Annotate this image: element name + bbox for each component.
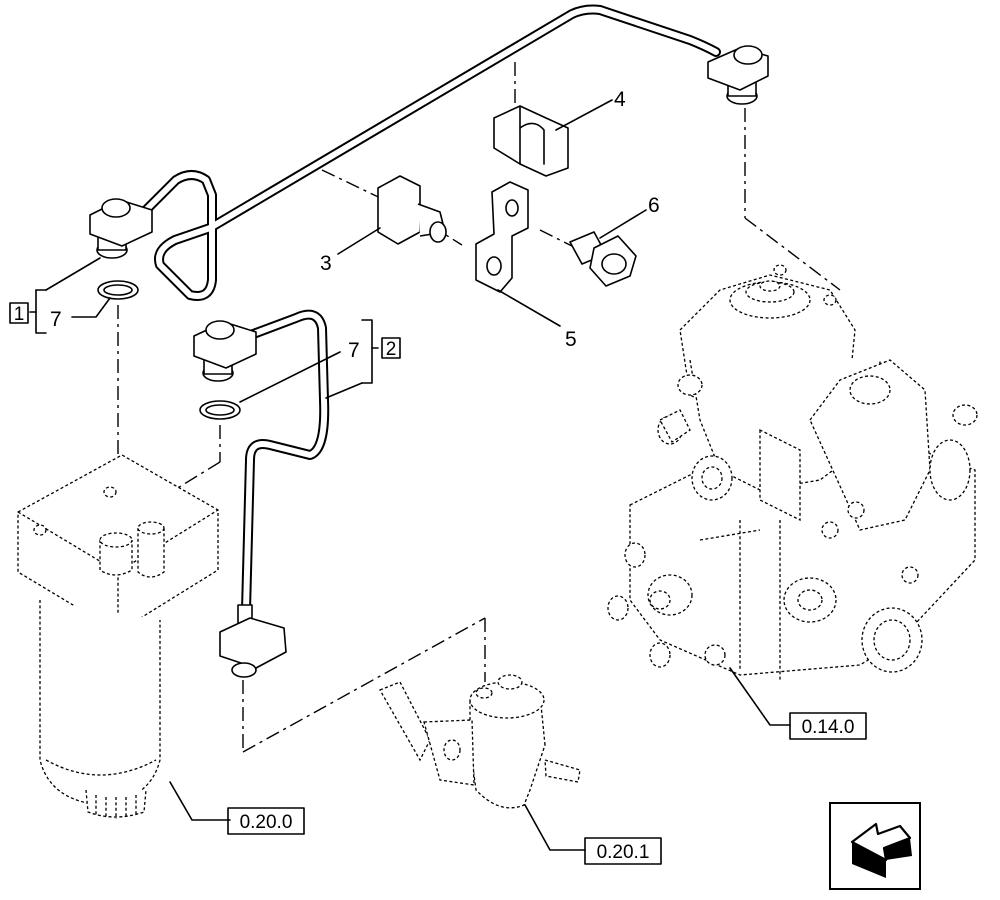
callout-7-right: 7: [348, 339, 360, 362]
ref-box-injection-pump: [789, 712, 867, 740]
callout-4: 4: [614, 88, 626, 111]
mounting-bracket-part-5: [475, 181, 529, 293]
fuel-feed-pump: [379, 674, 581, 809]
banjo-fitting-middle: [193, 320, 257, 382]
banjo-fitting-top-right: [707, 45, 769, 105]
callout-1: 1: [14, 304, 25, 325]
reference-labels: 0.14.0 0.20.0 0.20.1: [227, 712, 867, 865]
union-fitting-part-3: [377, 175, 447, 245]
pipe-clip-part-4: [493, 105, 569, 177]
callout-labels: 1 2 3 4 5 6 7 7: [9, 88, 660, 362]
callout-6: 6: [648, 194, 660, 217]
ref-box-fuel-filter: [227, 807, 305, 835]
sealing-washer-7-right: [199, 400, 241, 420]
callout-box-2: [381, 337, 401, 359]
callout-box-1: [9, 302, 29, 324]
ref-box-feed-pump: [584, 837, 662, 865]
fuel-pipe-upper: [133, 4, 721, 301]
ref-fuel-filter: 0.20.0: [240, 812, 293, 833]
callout-3: 3: [320, 252, 332, 275]
leader-lines: [29, 99, 791, 851]
bolt-part-6: [569, 231, 637, 287]
callout-7-left: 7: [50, 308, 62, 331]
banjo-fitting-bottom: [219, 604, 287, 678]
callout-2: 2: [386, 339, 397, 360]
banjo-fitting-left: [89, 198, 153, 259]
ref-feed-pump: 0.20.1: [597, 842, 650, 863]
ref-injection-pump: 0.14.0: [802, 717, 855, 738]
arrow-back-icon[interactable]: [829, 802, 921, 890]
callout-5: 5: [565, 328, 577, 351]
fuel-filter-assembly: [17, 454, 219, 819]
sealing-washer-7-left: [97, 280, 139, 300]
fuel-injection-pump: [607, 264, 978, 680]
fuel-pipe-lower: [227, 309, 330, 615]
